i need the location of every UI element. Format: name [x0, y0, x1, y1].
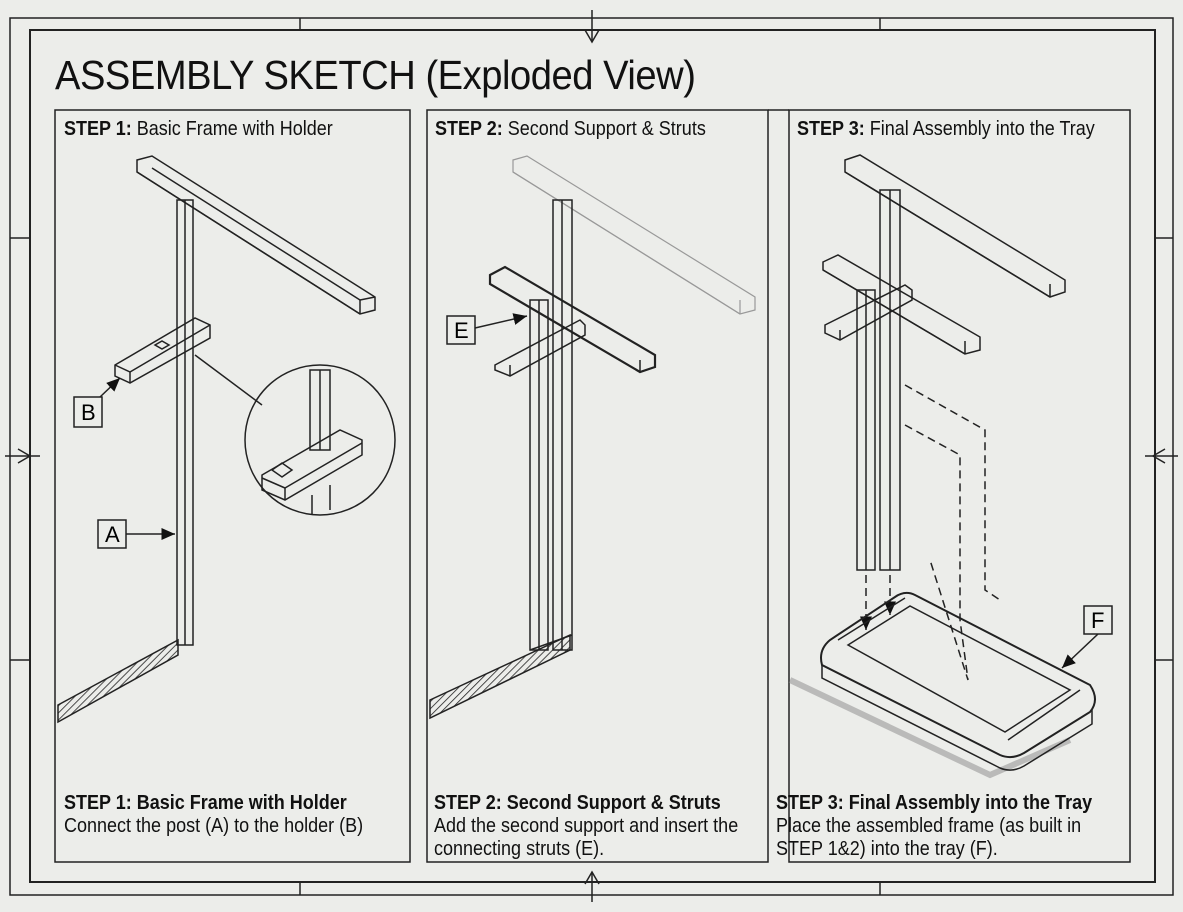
label-b: B [81, 400, 96, 425]
inner-border [29, 29, 1156, 883]
step-heading: Basic Frame with Holder [136, 118, 333, 140]
floor-hatch [57, 638, 179, 724]
label-f: F [1091, 608, 1104, 633]
label-e-callout [446, 313, 528, 345]
panel-2-caption: STEP 2: Second Support & Struts Add the … [434, 792, 738, 861]
page-title: ASSEMBLY SKETCH (Exploded View) [55, 52, 696, 98]
label-f-callout [1061, 605, 1113, 669]
panel-2-title: STEP 2: Second Support & Struts [435, 118, 706, 141]
label-a: A [105, 522, 120, 547]
step-label: STEP 3: [797, 118, 865, 140]
label-b-callout [73, 377, 121, 428]
tray [788, 591, 1096, 779]
step-label: STEP 1: [64, 118, 132, 140]
border-ticks [5, 10, 1178, 902]
caption-line: connecting struts (E). [434, 838, 605, 860]
caption-line: Add the second support and insert the [434, 815, 739, 837]
panel-2 [426, 109, 769, 863]
panel-1-caption: STEP 1: Basic Frame with Holder Connect … [64, 792, 363, 838]
step-label: STEP 2: [435, 118, 503, 140]
panel-3-caption: STEP 3: Final Assembly into the Tray Pla… [776, 792, 1092, 861]
floor-hatch-2 [429, 633, 571, 720]
step1-frame [57, 155, 396, 724]
caption-line: Connect the post (A) to the holder (B) [64, 815, 364, 837]
detail-circle [244, 364, 396, 516]
step-heading: Final Assembly into the Tray [869, 118, 1095, 140]
label-a-callout [97, 519, 175, 549]
label-e: E [454, 318, 469, 343]
caption-title: STEP 1: Basic Frame with Holder [64, 792, 347, 814]
caption-title: STEP 2: Second Support & Struts [434, 792, 721, 814]
step2-frame [429, 155, 756, 720]
panel-3 [788, 109, 1131, 863]
panel-3-title: STEP 3: Final Assembly into the Tray [797, 118, 1095, 141]
panel-1-title: STEP 1: Basic Frame with Holder [64, 118, 333, 141]
caption-line: STEP 1&2) into the tray (F). [776, 838, 998, 860]
step-heading: Second Support & Struts [507, 118, 706, 140]
step3-frame [822, 154, 1066, 681]
caption-title: STEP 3: Final Assembly into the Tray [776, 792, 1093, 814]
caption-line: Place the assembled frame (as built in [776, 815, 1082, 837]
panel-1 [54, 109, 411, 863]
